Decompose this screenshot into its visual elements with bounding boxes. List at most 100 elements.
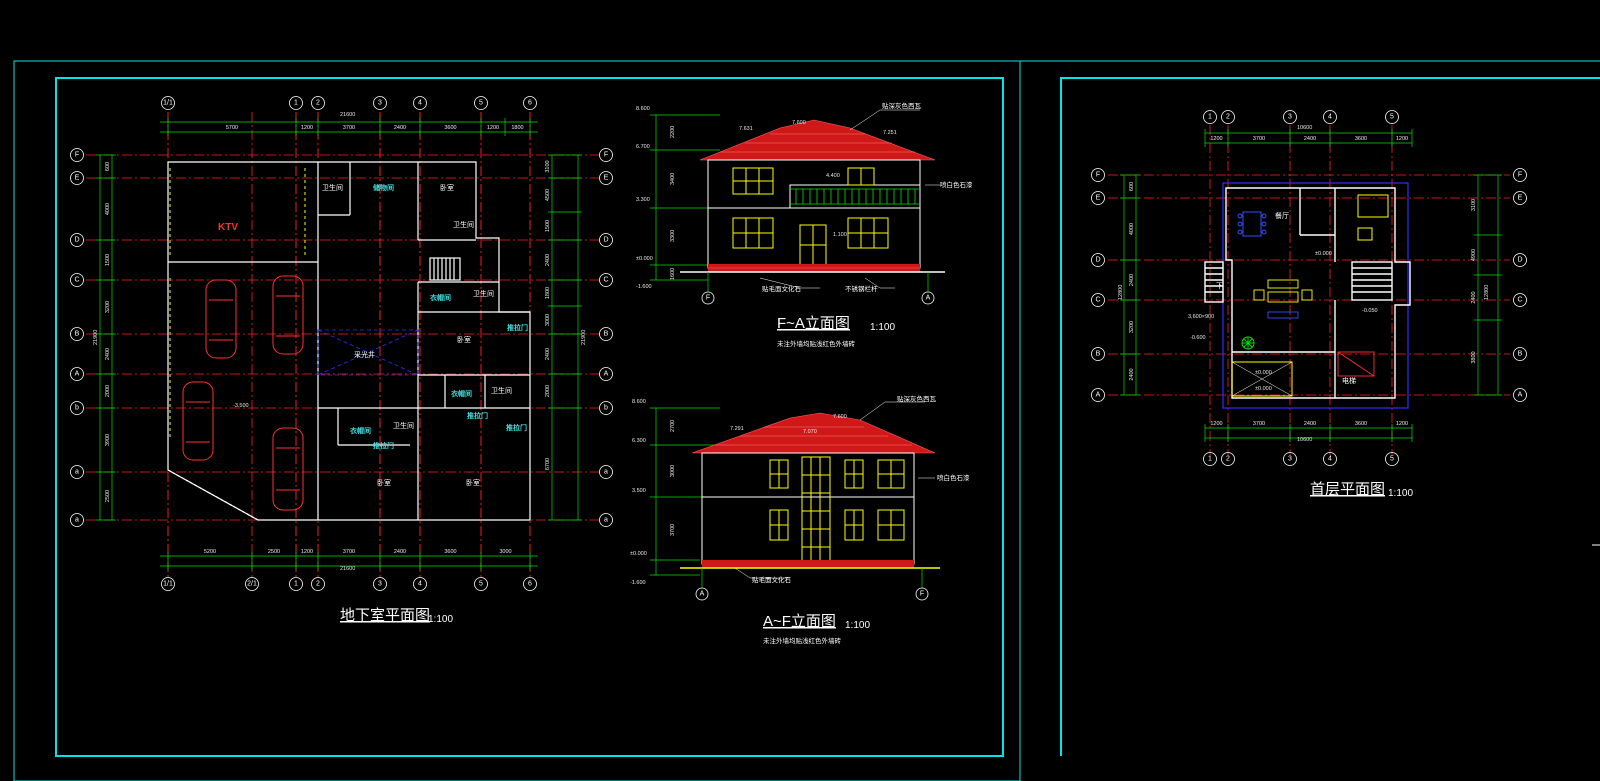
basement-axis-right-1: E [599,171,613,185]
room-bedroom2: 卧室 [457,335,471,344]
front-dim-4: 1600 [670,268,676,280]
ground-bottom-dim: 1200 [1396,421,1408,427]
basement-right-dim: 2400 [545,254,551,266]
room-dining: 餐厅 [1275,211,1289,220]
ground-axis-left-1: E [1091,191,1105,205]
ground-axis-right-1-label: E [1518,195,1523,202]
ground-axis-right-3: C [1513,293,1527,307]
rear-elev-dim-lines [650,407,720,576]
front-scale: 1:100 [870,322,895,333]
basement-axis-right-4-label: B [604,331,609,338]
front-roof [699,119,936,161]
basement-walls [167,161,531,521]
ground-axis-right-0: F [1513,168,1527,182]
ground-axis-right-3-label: C [1517,297,1522,304]
ground-left-dim: 2400 [1129,274,1135,286]
tv-cabinet-icon [1267,311,1299,319]
room-lift: 电梯 [1342,376,1356,385]
armchair-icon [1253,289,1265,301]
ground-bottom-dim: 2400 [1304,421,1316,427]
ground-axis-left-4-label: B [1096,351,1101,358]
ground-top-dim: 3600 [1355,136,1367,142]
ground-stair-dim: 3,600×900 [1188,314,1214,320]
basement-bottom-dim: 2400 [394,549,406,555]
front-level-4: ±0.000 [636,256,653,262]
rear-axis-bubbles: A F [695,587,929,601]
ground-axis-top-1: 2 [1221,110,1235,124]
basement-axis-top-5: 5 [474,96,488,110]
front-leader-lines [759,109,940,289]
ground-axis-left-4: B [1091,347,1105,361]
room-sliding2: 推拉门 [467,411,488,420]
basement-axis-bottom-5: 4 [413,577,427,591]
front-level-2: 6.700 [636,144,650,150]
basement-axis-bottom-1: 2/1 [245,577,259,591]
ground-axis-right-4-label: B [1518,351,1523,358]
basement-left-total: 21900 [93,330,99,345]
front-level-5: -1.600 [636,284,652,290]
ground-axis-bottom-4-label: 5 [1390,456,1394,463]
ground-axis-bottom-4: 5 [1385,452,1399,466]
front-label-stone: 贴毛面文化石 [762,284,802,293]
ground-left-dim: 2400 [1129,368,1135,380]
basement-axis-bottom-7: 6 [523,577,537,591]
front-mark-4: 4.400 [826,173,840,179]
basement-bottom-dim: 3600 [444,549,456,555]
ground-top-total: 10600 [1297,125,1312,131]
basement-bottom-dim: 1200 [301,549,313,555]
basement-right-dim: 3100 [545,160,551,172]
basement-bottom-total: 21600 [340,566,355,572]
basement-ramp-line [167,469,259,521]
basement-cars [182,275,304,511]
front-mark-2: 7.600 [792,120,806,126]
ground-top-dim: 2400 [1304,136,1316,142]
basement-dimension-lines [96,118,582,570]
front-label-roof: 贴深灰色西瓦 [882,101,922,110]
basement-right-dim: 2400 [545,348,551,360]
basement-bottom-dim: 2500 [268,549,280,555]
front-roof-tiles [720,133,915,153]
ground-axis-right-0-label: F [1518,172,1522,179]
rear-level-3: 3.500 [632,488,646,494]
basement-axis-bottom-4: 3 [373,577,387,591]
room-closet2: 衣帽间 [451,389,472,398]
rear-axis-left: A [700,591,705,598]
basement-scale: 1:100 [428,614,453,625]
basement-top-dim: 3600 [444,125,456,131]
ground-axis-right-2-label: D [1517,257,1522,264]
ground-axis-bottom-1: 2 [1221,452,1235,466]
basement-axis-right-7-label: a [604,469,608,476]
basement-axis-bottom-4-label: 3 [378,581,382,588]
ground-lift [1337,351,1375,377]
basement-axis-left-0-label: F [75,152,79,159]
ground-axis-bottom-0: 1 [1203,452,1217,466]
basement-axis-left-2: D [70,233,84,247]
ground-axis-right-1: E [1513,191,1527,205]
basement-axis-bottom-0: 1/1 [161,577,175,591]
bed-icon [1357,194,1389,218]
ground-stair [1351,261,1393,301]
car-icon [182,381,214,461]
ktv-label: KTV [218,222,238,233]
rear-label-roof: 贴深灰色西瓦 [897,394,937,403]
basement-axis-left-5-label: A [75,371,80,378]
ground-axis-top-1-label: 2 [1226,114,1230,121]
basement-atrium-cross [317,329,419,376]
basement-top-dim: 1200 [487,125,499,131]
ground-level-3: ±0.000 [1255,370,1272,376]
ground-stair-treads [1352,267,1392,293]
ground-axis-right-5: A [1513,388,1527,402]
ground-top-dim: 3700 [1253,136,1265,142]
front-windows [732,167,889,266]
basement-plan: KTV 卫生间 储物间 卧室 卫生间 衣帽间 卫生间 卧室 推拉门 采光井 衣帽… [70,96,613,625]
basement-axis-top-1-label: 1 [294,100,298,107]
front-title: F~A立面图 [777,315,850,332]
rear-mark-3: 7.600 [833,414,847,420]
basement-right-total: 21900 [581,330,587,345]
rear-mark-2: 7.070 [803,429,817,435]
rear-dim-3: 3700 [670,524,676,536]
ground-axis-left-1-label: E [1096,195,1101,202]
